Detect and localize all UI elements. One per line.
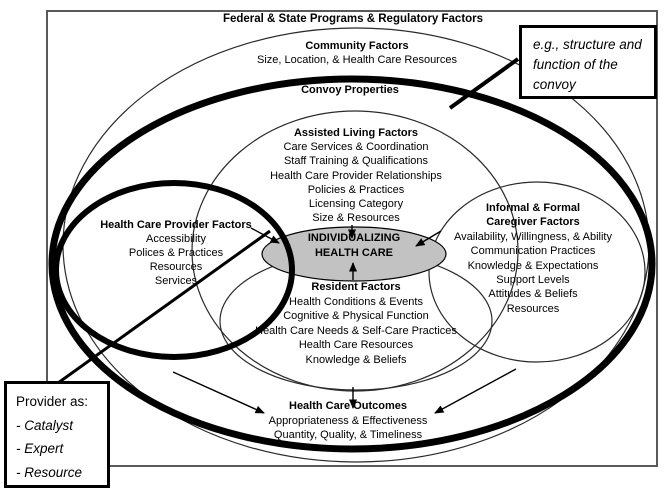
community-factors-title: Community Factors: [305, 40, 409, 52]
caregiver-factors-item: Availability, Willingness, & Ability: [454, 230, 612, 243]
provider-callout-pointer-line: [57, 229, 271, 385]
assisted-living-item: Size & Resources: [312, 212, 400, 225]
health-care-provider-ellipse: [53, 180, 295, 360]
outcomes-title: Health Care Outcomes: [289, 400, 407, 412]
provider-callout-title: Provider as:: [16, 394, 89, 409]
resident-factors-block: Resident Factors Health Conditions & Eve…: [255, 280, 457, 367]
outcomes-block: Health Care Outcomes Appropriateness & E…: [269, 399, 428, 443]
provider-callout-item: - Expert: [16, 441, 64, 456]
community-factors-block: Community Factors Size, Location, & Heal…: [257, 39, 457, 68]
assisted-living-item: Policies & Practices: [307, 183, 405, 196]
outcomes-item: Quantity, Quality, & Timeliness: [273, 429, 423, 441]
provider-callout-box: Provider as: - Catalyst - Expert - Resou…: [4, 381, 110, 488]
assisted-living-title: Assisted Living Factors: [293, 127, 419, 139]
individualizing-health-care-ellipse: [261, 226, 447, 282]
caregiver-factors-item: Communication Practices: [470, 245, 596, 258]
convoy-callout-line: convoy: [533, 77, 576, 92]
individualizing-line: INDIVIDUALIZING: [307, 232, 401, 244]
arrow-left-to-outcomes: [172, 371, 265, 414]
caregiver-factors-item: Resources: [506, 302, 560, 315]
convoy-callout-line: function of the: [533, 57, 618, 72]
convoy-callout-box: e.g., structure and function of the conv…: [519, 25, 657, 99]
provider-callout-item: - Catalyst: [16, 417, 74, 433]
resident-factors-item: Health Care Needs & Self-Care Practices: [255, 324, 457, 337]
caregiver-factors-title: Informal & Formal: [485, 202, 581, 214]
caregiver-factors-item: Knowledge & Expectations: [467, 259, 599, 272]
resident-factors-item: Health Conditions & Events: [289, 295, 423, 308]
assisted-living-ellipse: [191, 110, 519, 392]
arrow-right-to-outcomes: [434, 368, 517, 414]
caregiver-factors-item: Attitudes & Beliefs: [488, 288, 578, 301]
community-factors-subtitle: Size, Location, & Health Care Resources: [257, 54, 457, 67]
arrow-caregiver-to-center: [415, 230, 442, 247]
health-care-line: HEALTH CARE: [314, 247, 393, 259]
assisted-living-item: Licensing Category: [308, 198, 404, 211]
provider-factors-item: Services: [154, 275, 198, 287]
arrow-provider-to-center: [250, 227, 280, 244]
provider-factors-item: Resources: [149, 261, 203, 273]
assisted-living-item: Staff Training & Qualifications: [283, 155, 429, 168]
provider-callout-item: - Resource: [16, 464, 83, 480]
convoy-properties-label: Convoy Properties: [301, 84, 399, 96]
caregiver-factors-block: Informal & Formal Caregiver Factors Avai…: [454, 201, 612, 316]
resident-factors-item: Cognitive & Physical Function: [283, 310, 429, 322]
convoy-callout-line: e.g., structure and: [533, 37, 642, 52]
resident-factors-title: Resident Factors: [311, 281, 401, 293]
caregiver-factors-title: Caregiver Factors: [486, 216, 580, 229]
provider-factors-block: Health Care Provider Factors Accessibili…: [100, 218, 252, 288]
provider-factors-item: Polices & Practices: [128, 247, 224, 259]
provider-factors-title: Health Care Provider Factors: [100, 219, 252, 231]
assisted-living-item: Health Care Provider Relationships: [270, 169, 442, 182]
assisted-living-block: Assisted Living Factors Care Services & …: [270, 126, 442, 225]
caregiver-factors-ellipse: [428, 181, 646, 363]
resident-factors-item: Knowledge & Beliefs: [305, 353, 407, 366]
convoy-properties-ellipse: [48, 75, 656, 453]
convoy-callout-pointer-line: [448, 57, 520, 110]
individualizing-health-care-label: INDIVIDUALIZING HEALTH CARE: [308, 231, 400, 261]
federal-state-boundary-rect: [46, 10, 658, 467]
provider-factors-item: Accessibility: [146, 233, 206, 245]
caregiver-factors-item: Support Levels: [496, 274, 570, 287]
resident-factors-item: Health Care Resources: [298, 339, 414, 351]
assisted-living-item: Care Services & Coordination: [283, 141, 429, 154]
outcomes-item: Appropriateness & Effectiveness: [268, 414, 428, 427]
federal-state-label: Federal & State Programs & Regulatory Fa…: [222, 13, 484, 25]
